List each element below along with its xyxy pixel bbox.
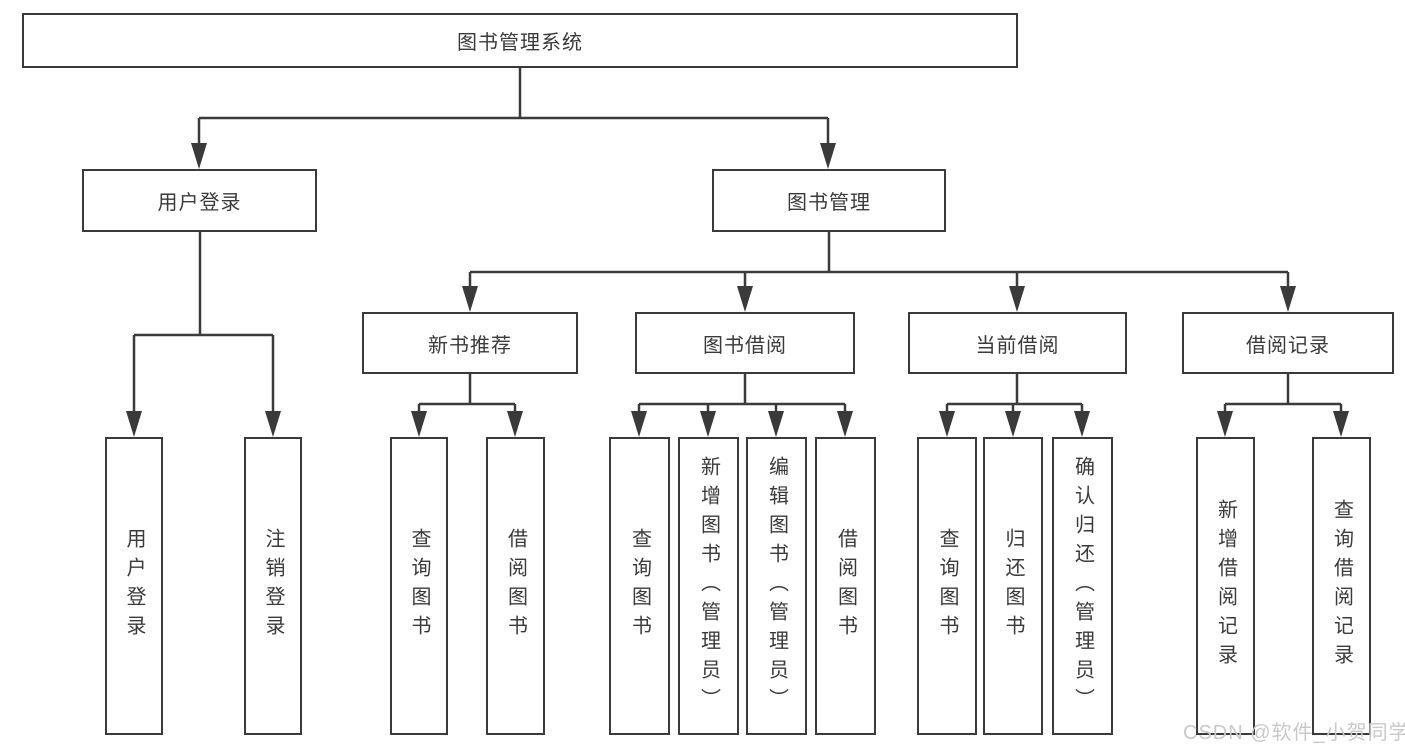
arrow-down-icon	[768, 411, 784, 437]
arrow-down-icon	[1280, 286, 1296, 312]
arrow-down-icon	[1217, 411, 1233, 437]
node-query-books-borrow: 查询图书	[609, 437, 670, 735]
node-book-borrow: 图书借阅	[635, 312, 855, 374]
node-new-book-recommend: 新书推荐	[362, 312, 578, 374]
arrow-down-icon	[507, 411, 523, 437]
node-book-management: 图书管理	[712, 169, 946, 232]
arrowheads	[126, 143, 1349, 437]
connector-newbook-to-leaves	[417, 373, 517, 430]
arrow-down-icon	[1333, 411, 1349, 437]
csdn-watermark: CSDN @软件_小贺同学	[1183, 722, 1405, 744]
node-user-login: 用户登录	[82, 169, 317, 232]
node-logout: 注销登录	[244, 437, 302, 735]
arrow-down-icon	[265, 411, 281, 437]
arrow-down-icon	[700, 411, 716, 437]
node-root: 图书管理系统	[22, 13, 1018, 68]
connector-bookmgmt-to-level3	[468, 231, 1290, 305]
arrow-down-icon	[1009, 286, 1025, 312]
arrow-down-icon	[191, 143, 207, 169]
arrow-down-icon	[939, 411, 955, 437]
node-borrow-books: 借阅图书	[815, 437, 876, 735]
node-edit-book-admin: 编辑图书（管理员）	[746, 437, 807, 735]
connector-bookborrow-to-leaves	[637, 373, 847, 430]
node-add-borrow-record: 新增借阅记录	[1196, 437, 1255, 735]
node-borrow-books-recommend: 借阅图书	[486, 437, 545, 735]
node-login: 用户登录	[105, 437, 163, 735]
node-return-book: 归还图书	[983, 437, 1043, 735]
connector-segments	[132, 67, 1343, 430]
node-query-borrow-record: 查询借阅记录	[1312, 437, 1371, 735]
node-query-books-recommend: 查询图书	[390, 437, 448, 735]
arrow-down-icon	[1074, 411, 1090, 437]
arrow-down-icon	[820, 143, 836, 169]
connector-borrowrecords-to-leaves	[1223, 373, 1343, 430]
arrow-down-icon	[126, 411, 142, 437]
node-query-books-current: 查询图书	[917, 437, 977, 735]
arrow-down-icon	[837, 411, 853, 437]
node-add-book-admin: 新增图书（管理员）	[678, 437, 739, 735]
arrow-down-icon	[411, 411, 427, 437]
node-borrow-records: 借阅记录	[1182, 312, 1394, 374]
arrow-down-icon	[631, 411, 647, 437]
node-current-borrow: 当前借阅	[908, 312, 1127, 374]
connector-userlogin-to-leaves	[132, 231, 275, 430]
arrow-down-icon	[1005, 411, 1021, 437]
node-confirm-return-admin: 确认归还（管理员）	[1052, 437, 1113, 735]
connector-root-to-level2	[197, 67, 830, 162]
arrow-down-icon	[737, 286, 753, 312]
arrow-down-icon	[462, 286, 478, 312]
